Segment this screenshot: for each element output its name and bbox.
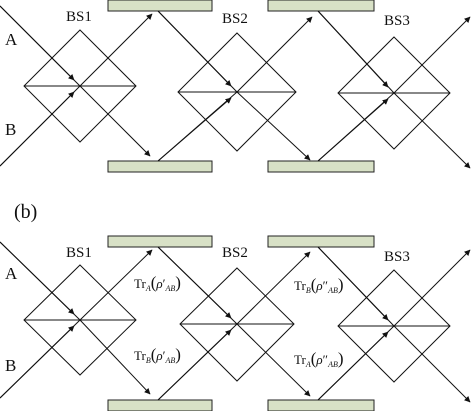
mirror-b-top-1	[107, 235, 213, 248]
beam-b-bs1-up	[79, 249, 153, 321]
beam-b-bs2-up	[236, 251, 311, 325]
beam-b-out-down	[393, 325, 471, 403]
beam-bs1-up	[79, 13, 153, 87]
beam-b-to-bs2-bottom-arrow	[157, 329, 232, 401]
state-tr-b-rho-prime: TrB(ρ′AB)	[134, 345, 181, 365]
mirror-bottom-1	[107, 160, 213, 173]
state-tr-a-rho-prime: TrA(ρ′AB)	[134, 273, 181, 293]
input-a-label: A	[5, 30, 18, 49]
state-tr-b-rho-double-prime: TrB(ρ″AB)	[294, 275, 344, 295]
beam-out-up	[393, 16, 471, 94]
b-input-b-label: B	[5, 356, 17, 375]
beam-b-bs2-down	[236, 323, 311, 397]
mirror-top-2	[267, 0, 375, 12]
beam-b-to-bs3-bottom-arrow	[317, 331, 389, 401]
state-tr-a-rho-double-prime: TrA(ρ″AB)	[294, 349, 344, 369]
beam-b-a-arrow	[0, 241, 75, 315]
beam-b-bs1-down	[79, 319, 151, 395]
b-bs2-label: BS2	[222, 245, 248, 261]
beam-bs2-up	[236, 16, 313, 93]
mirror-bottom-2	[267, 160, 375, 173]
b-input-a-label: A	[5, 264, 18, 283]
beam-to-bs2-bottom-arrow	[157, 97, 232, 162]
input-b-label: B	[5, 120, 17, 139]
mirror-top-1	[107, 0, 213, 12]
beam-b-b-arrow	[0, 325, 75, 399]
beam-to-bs3-bottom-arrow	[317, 98, 389, 162]
panel-b-label: (b)	[14, 201, 38, 223]
bs1-label: BS1	[66, 9, 92, 25]
beam-to-bs3-top-arrow	[317, 10, 389, 88]
beam-bs2-down	[236, 91, 311, 161]
mirror-b-bottom-1	[107, 399, 213, 411]
beam-out-down	[393, 92, 471, 169]
beam-a-arrow	[0, 5, 75, 81]
bs2-label: BS2	[222, 11, 248, 27]
beam-b-to-bs2-top-arrow	[157, 246, 232, 319]
beam-to-bs2-top-arrow	[157, 10, 232, 87]
mirror-b-top-2	[267, 235, 375, 248]
mirror-b-bottom-2	[267, 399, 375, 411]
b-bs3-label: BS3	[384, 249, 410, 265]
beam-b-out-up	[393, 249, 471, 327]
bs3-label: BS3	[384, 13, 410, 29]
beam-b-arrow	[0, 91, 75, 167]
beam-bs1-down	[79, 85, 151, 157]
beam-b-to-bs3-top-arrow	[317, 246, 389, 321]
b-bs1-label: BS1	[66, 245, 92, 261]
